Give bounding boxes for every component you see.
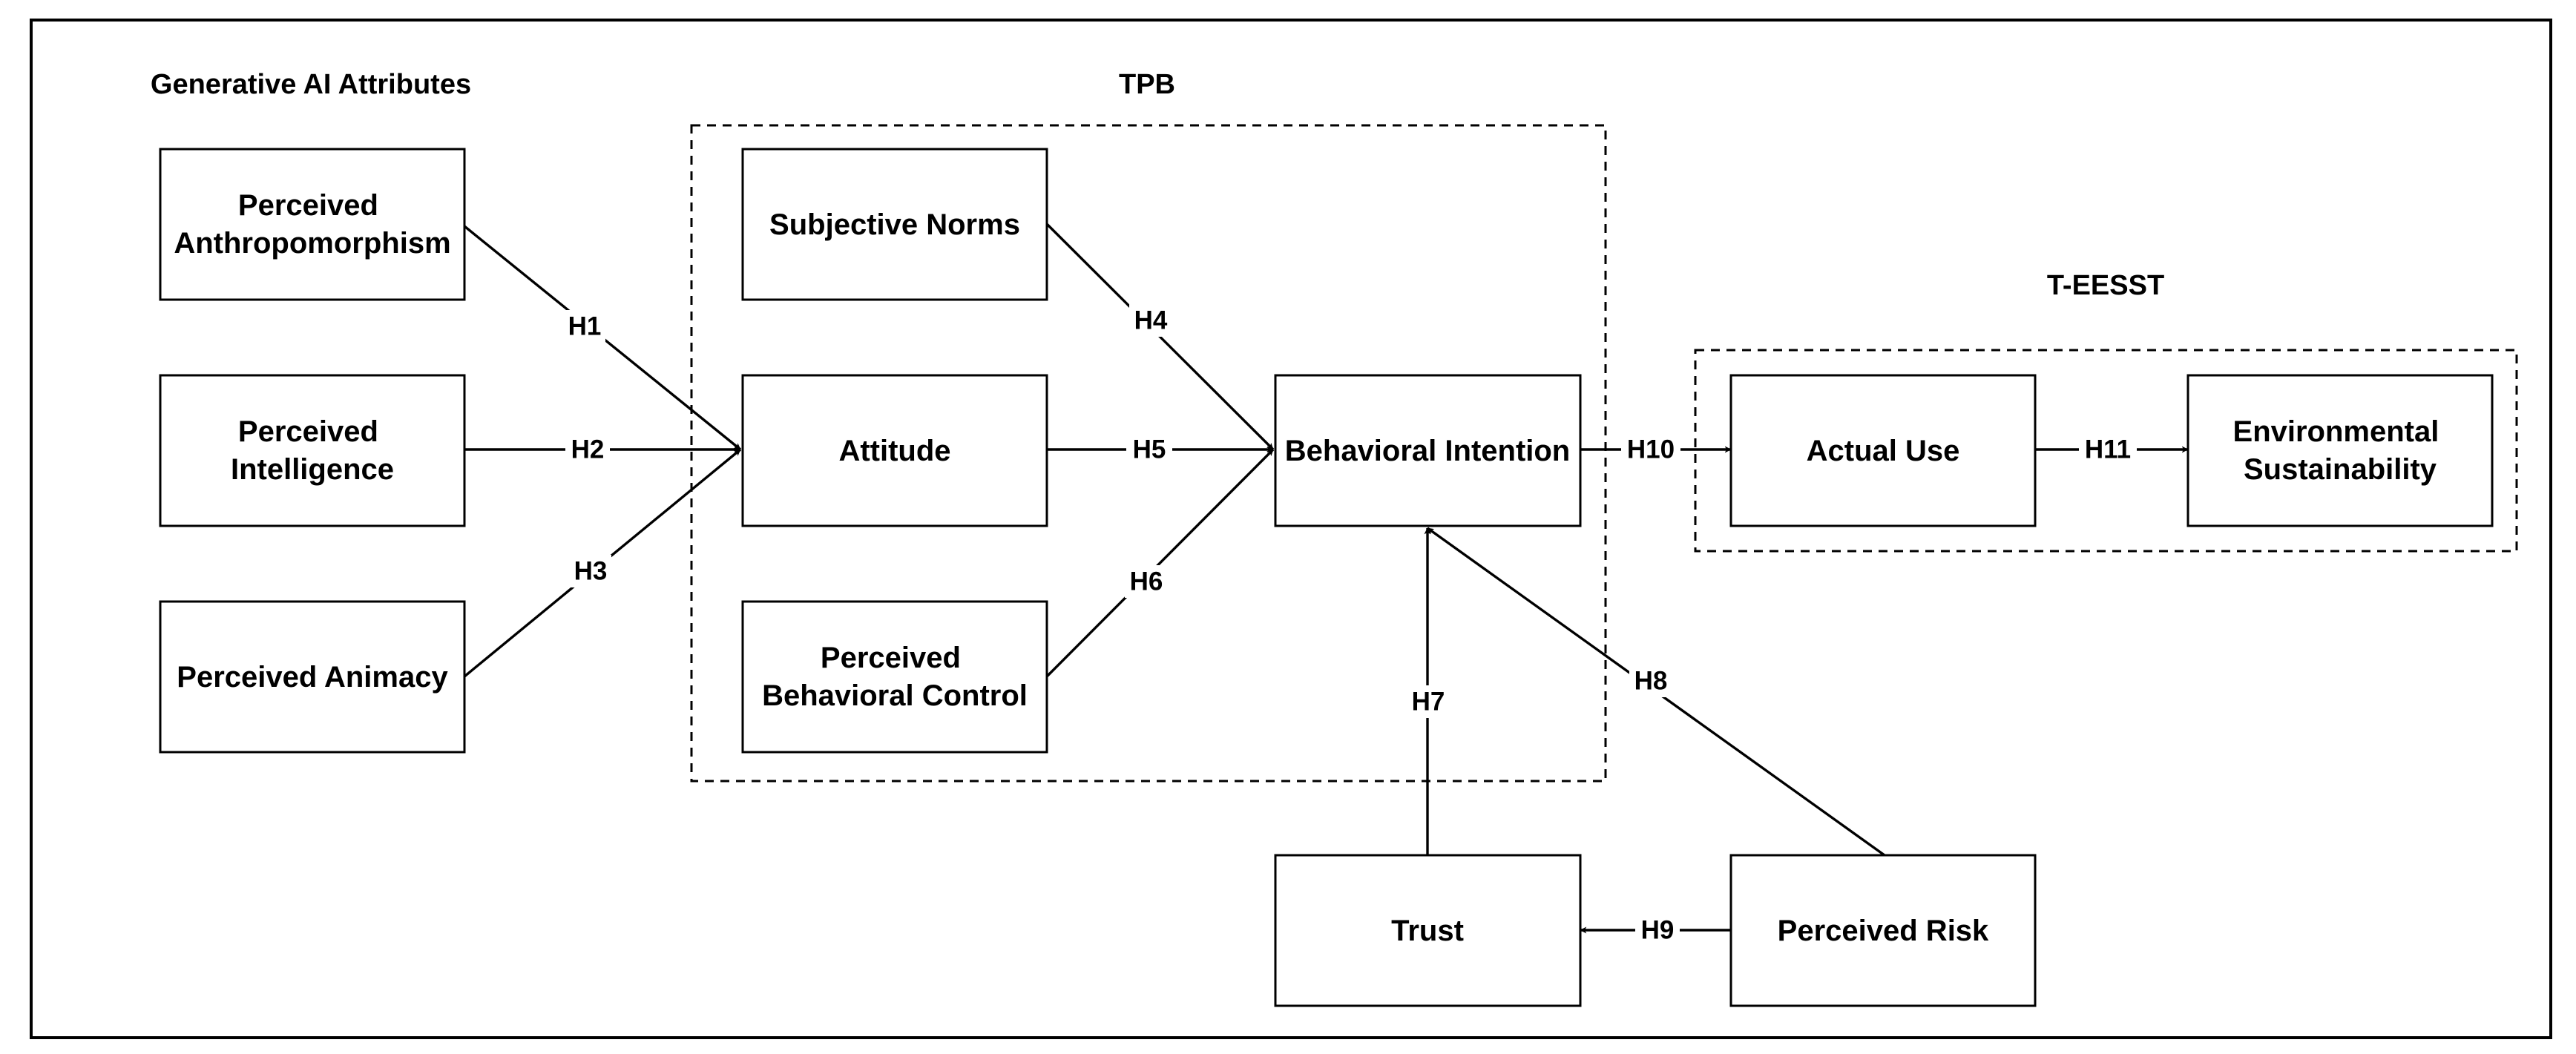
group-teesst-title: T-EESST xyxy=(2047,270,2164,301)
node-perceived-anthropomorphism-line-2: Anthropomorphism xyxy=(174,227,450,260)
node-perceived-risk-line-1: Perceived Risk xyxy=(1778,915,1989,947)
node-subjective-norms-line-1: Subjective Norms xyxy=(769,208,1020,241)
edge-h11-label-text: H11 xyxy=(2085,435,2131,464)
edge-h1-label: H1 xyxy=(564,310,605,343)
nodes-layer: Perceived Anthropomorphism Perceived Int… xyxy=(159,148,2494,1007)
edge-h8-label: H8 xyxy=(1629,665,1672,697)
edge-h6-label-text: H6 xyxy=(1130,567,1163,596)
edge-h10-label-text: H10 xyxy=(1627,435,1675,464)
edge-h3-label-text: H3 xyxy=(574,557,608,586)
svg-text:Perceived Animacy: Perceived Animacy xyxy=(177,661,448,694)
node-perceived-intelligence-line-2: Intelligence xyxy=(231,453,394,486)
edge-h2-label-text: H2 xyxy=(571,435,605,464)
svg-text:Trust: Trust xyxy=(1391,915,1464,947)
edge-h11-label: H11 xyxy=(2079,433,2137,466)
node-behavioral-intention: Behavioral Intention xyxy=(1274,374,1582,527)
svg-text:Environmental Sustaina: Environmental Sustainability xyxy=(2233,415,2448,486)
group-tpb-box xyxy=(690,124,1607,783)
node-perceived-intelligence: Perceived Intelligence xyxy=(159,374,466,527)
node-perceived-anthropomorphism-line-1: Perceived xyxy=(238,189,378,222)
svg-text:Perceived Anthropomorp: Perceived Anthropomorphism xyxy=(174,189,450,260)
svg-text:Perceived Risk: Perceived Risk xyxy=(1778,915,1989,947)
svg-text:Actual Use: Actual Use xyxy=(1807,435,1960,467)
node-perceived-animacy: Perceived Animacy xyxy=(159,600,466,754)
edge-h7-label: H7 xyxy=(1407,685,1450,718)
edge-labels-layer: H1 H2 H3 H4 H5 H6 H7 H8 xyxy=(564,304,2137,946)
node-perceived-animacy-line-1: Perceived Animacy xyxy=(177,661,448,694)
edge-h9-label-text: H9 xyxy=(1641,916,1675,945)
svg-text:Perceived Behavioral C: Perceived Behavioral Control xyxy=(762,642,1028,712)
svg-text:Attitude: Attitude xyxy=(838,435,950,467)
node-environmental-sustainability-line-2: Sustainability xyxy=(2244,453,2437,486)
node-perceived-anthropomorphism: Perceived Anthropomorphism xyxy=(159,148,466,301)
node-environmental-sustainability: Environmental Sustainability xyxy=(2186,374,2494,527)
edge-h6-line xyxy=(1045,448,1275,678)
group-tpb-title: TPB xyxy=(1119,69,1175,100)
svg-text:Subjective Norms: Subjective Norms xyxy=(769,208,1020,241)
edge-h5-label: H5 xyxy=(1126,433,1172,466)
node-trust: Trust xyxy=(1274,854,1582,1007)
node-perceived-behavioral-control: Perceived Behavioral Control xyxy=(741,600,1048,754)
node-trust-line-1: Trust xyxy=(1391,915,1464,947)
edge-h4-label-text: H4 xyxy=(1134,306,1168,335)
node-perceived-behavioral-control-line-2: Behavioral Control xyxy=(762,679,1028,712)
edges-layer xyxy=(463,223,2189,934)
node-actual-use-line-1: Actual Use xyxy=(1807,435,1960,467)
edge-h6-label: H6 xyxy=(1125,565,1168,598)
node-perceived-behavioral-control-line-1: Perceived xyxy=(821,642,961,674)
node-subjective-norms: Subjective Norms xyxy=(741,148,1048,301)
svg-text:Behavioral Intention: Behavioral Intention xyxy=(1285,435,1571,467)
edge-h3-label: H3 xyxy=(570,555,611,587)
edge-h8-label-text: H8 xyxy=(1634,667,1668,696)
node-perceived-intelligence-line-1: Perceived xyxy=(238,415,378,448)
node-actual-use: Actual Use xyxy=(1729,374,2037,527)
edge-h10-label: H10 xyxy=(1621,433,1680,466)
node-environmental-sustainability-line-1: Environmental xyxy=(2233,415,2439,448)
node-attitude-line-1: Attitude xyxy=(838,435,950,467)
group-genai-title: Generative AI Attributes xyxy=(151,69,471,100)
edge-h1-label-text: H1 xyxy=(568,312,602,341)
edge-h2-label: H2 xyxy=(565,433,610,466)
edge-h4-label: H4 xyxy=(1129,304,1172,337)
node-perceived-risk: Perceived Risk xyxy=(1729,854,2037,1007)
node-attitude: Attitude xyxy=(741,374,1048,527)
edge-h9-label: H9 xyxy=(1635,914,1680,946)
svg-text:Perceived Intelligence: Perceived Intelligence xyxy=(231,415,394,486)
edge-h7-label-text: H7 xyxy=(1412,688,1445,717)
group-teesst-box xyxy=(1694,349,2518,553)
edge-h5-label-text: H5 xyxy=(1133,435,1166,464)
diagram-frame xyxy=(30,19,2552,1039)
node-behavioral-intention-line-1: Behavioral Intention xyxy=(1285,435,1571,467)
